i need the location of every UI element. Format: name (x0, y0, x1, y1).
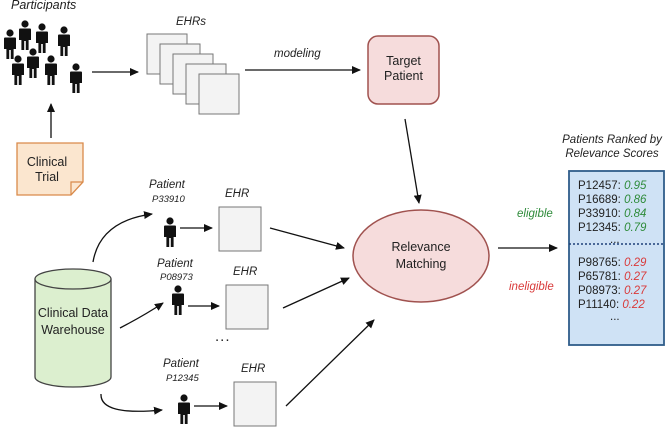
patient-2-id: P08973 (160, 272, 193, 283)
eligible-label: eligible (517, 208, 553, 220)
ehr-3-label: EHR (241, 363, 266, 375)
arrow-ehr-2-to-matching (282, 277, 350, 309)
score-value: 0.84 (624, 208, 647, 220)
arrow-ehr-3-to-matching (285, 319, 375, 407)
ranking-row: P33910: 0.84 (578, 208, 647, 220)
ranking-more: ... (610, 311, 620, 323)
patient-3-id: P12345 (166, 373, 199, 384)
modeling-label: modeling (274, 48, 321, 60)
arrow-warehouse-to-patient-3 (100, 393, 163, 415)
ehr-2-label: EHR (233, 266, 258, 278)
arrow-warehouse-to-patient-1 (92, 211, 153, 263)
target-patient-box (367, 35, 440, 105)
ehr-box-1 (218, 206, 262, 252)
ranking-row: P65781: 0.27 (578, 271, 647, 283)
ranking-row: P08973: 0.27 (578, 285, 647, 297)
patient-1-id: P33910 (152, 194, 185, 205)
warehouse-label: Clinical Data Warehouse (37, 306, 109, 337)
clinical-trial-label: Clinical Trial (26, 155, 68, 184)
arrow-warehouse-to-patient-2 (119, 302, 164, 329)
relevance-matching-label: Relevance Matching (391, 240, 451, 271)
target-patient-label: Target Patient (384, 54, 423, 83)
patient-icon-1 (164, 217, 176, 247)
patient-1-label: Patient (149, 179, 185, 191)
participants-crowd-icon (4, 20, 82, 93)
connectors (47, 66, 558, 415)
arrow-target-to-matching (404, 118, 422, 204)
ranking-title-line-2: Relevance Scores (565, 148, 659, 160)
ranking-row: P98765: 0.29 (578, 257, 647, 269)
score-value: 0.27 (624, 285, 647, 297)
ranking-box (568, 170, 665, 346)
ranking-more: ... (610, 234, 620, 246)
ehrs-label: EHRs (176, 16, 207, 28)
patient-icon-3 (178, 394, 190, 424)
ranking-row: P16689: 0.86 (578, 194, 647, 206)
warehouse-cylinder (34, 268, 112, 388)
participants-label: Participants (11, 0, 77, 12)
ranking-row: P11140: 0.22 (578, 299, 645, 311)
ranking-row: P12457: 0.95 (578, 180, 647, 192)
ehr-box-3 (233, 381, 277, 427)
score-value: 0.29 (624, 257, 647, 269)
ineligible-label: ineligible (509, 281, 554, 293)
patient-2-label: Patient (157, 258, 193, 270)
score-value: 0.22 (622, 299, 645, 311)
patient-icon-2 (172, 285, 184, 315)
ehr-1-label: EHR (225, 188, 250, 200)
patients-ellipsis: ... (215, 328, 231, 345)
patient-3-label: Patient (163, 358, 199, 370)
ranking-row: P12345: 0.79 (578, 222, 647, 234)
clinical-trial-note (16, 142, 84, 196)
ehr-stack-icon (146, 33, 240, 115)
relevance-matching-node (352, 209, 490, 303)
score-value: 0.79 (624, 222, 647, 234)
score-value: 0.27 (624, 271, 647, 283)
ehr-box-2 (225, 284, 269, 330)
score-value: 0.95 (624, 180, 647, 192)
ranking-title-line-1: Patients Ranked by (562, 134, 662, 146)
score-value: 0.86 (624, 194, 647, 206)
arrow-ehr-1-to-matching (269, 227, 345, 250)
